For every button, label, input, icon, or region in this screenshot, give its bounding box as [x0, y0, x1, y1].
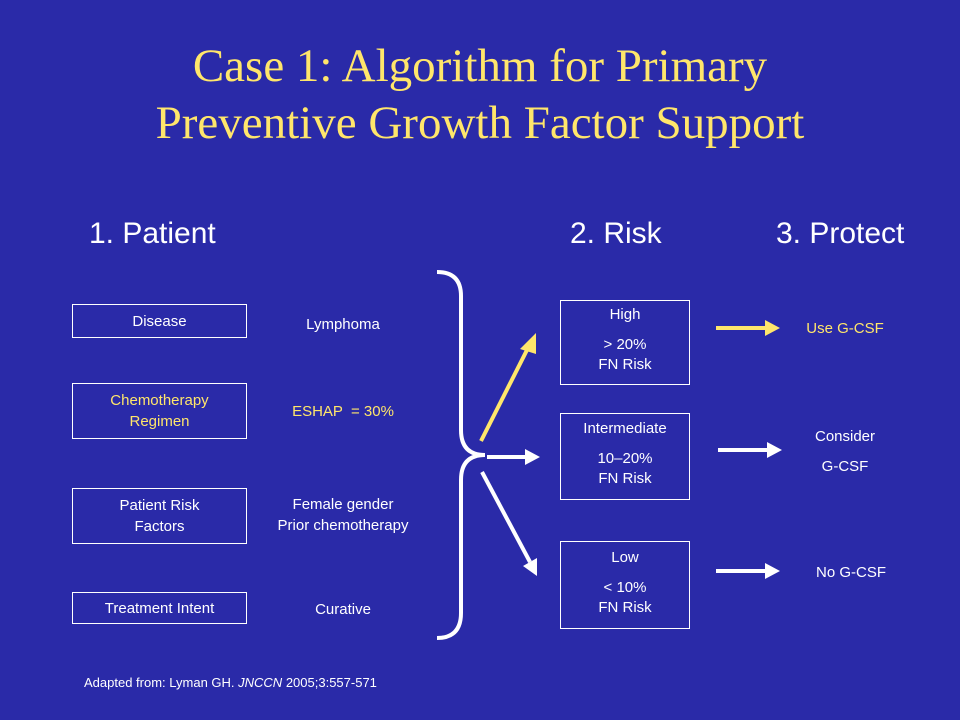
- treatment-intent-box: Treatment Intent: [72, 592, 247, 624]
- column-heading-patient: 1. Patient: [89, 217, 216, 250]
- protect-high: Use G-CSF: [806, 320, 884, 337]
- title-line-2: Preventive Growth Factor Support: [155, 97, 805, 149]
- risk-factor-2: Prior chemotherapy: [277, 517, 409, 534]
- risk-factor-1: Female gender: [292, 496, 394, 513]
- arrow-low-to-protect-head: [765, 563, 780, 579]
- slide-title: Case 1: Algorithm for Primary Preventive…: [0, 38, 960, 152]
- arrow-high-to-protect-head: [765, 320, 780, 336]
- citation-journal: JNCCN: [238, 675, 283, 690]
- column-heading-protect: 3. Protect: [776, 217, 905, 250]
- chemotherapy-label-line-2: Regimen: [129, 413, 190, 430]
- column-heading-risk: 2. Risk: [570, 217, 662, 250]
- protect-intermediate: Consider G-CSF: [790, 427, 900, 477]
- protect-intermediate-line-1: Consider: [814, 428, 876, 445]
- risk-box-intermediate: Intermediate 10–20% FN Risk: [560, 413, 690, 500]
- risk-range-high: > 20%: [603, 336, 647, 353]
- protect-intermediate-line-2: G-CSF: [821, 458, 869, 475]
- risk-level-low: Low: [611, 549, 639, 566]
- arrow-to-low: [480, 471, 532, 563]
- risk-range-intermediate: 10–20%: [597, 450, 653, 467]
- risk-note-high: FN Risk: [598, 356, 652, 373]
- treatment-intent-value: Curative: [315, 601, 371, 618]
- arrow-to-low-head: [523, 558, 537, 576]
- disease-box: Disease: [72, 304, 247, 338]
- arrow-to-intermediate-head: [525, 449, 540, 465]
- citation-prefix: Adapted from: Lyman GH.: [84, 675, 239, 690]
- patient-risk-factors-box: Patient Risk Factors: [72, 488, 247, 544]
- risk-range-low: < 10%: [603, 579, 647, 596]
- disease-value: Lymphoma: [306, 316, 380, 333]
- risk-factors-label-line-1: Patient Risk: [119, 497, 200, 514]
- citation-details: 2005;3:557-571: [282, 675, 377, 690]
- chemotherapy-regimen-box: Chemotherapy Regimen: [72, 383, 247, 439]
- title-line-1: Case 1: Algorithm for Primary: [192, 40, 768, 92]
- protect-low: No G-CSF: [815, 564, 886, 581]
- treatment-intent-label: Treatment Intent: [104, 599, 215, 617]
- arrow-to-high-head: [520, 333, 536, 354]
- risk-level-high: High: [609, 306, 641, 323]
- risk-box-high: High > 20% FN Risk: [560, 300, 690, 385]
- risk-note-intermediate: FN Risk: [598, 470, 652, 487]
- disease-label: Disease: [132, 312, 187, 330]
- chemotherapy-label-line-1: Chemotherapy: [110, 392, 209, 409]
- risk-factors-label-line-2: Factors: [134, 518, 185, 535]
- curly-brace: [436, 270, 486, 640]
- risk-factors-value: Female gender Prior chemotherapy: [248, 494, 438, 536]
- chemotherapy-value: ESHAP = 30%: [292, 403, 394, 420]
- arrow-intermediate-to-protect-head: [767, 442, 782, 458]
- risk-note-low: FN Risk: [598, 599, 652, 616]
- risk-level-intermediate: Intermediate: [583, 420, 667, 437]
- citation: Adapted from: Lyman GH. JNCCN 2005;3:557…: [84, 675, 377, 690]
- arrow-to-high: [479, 347, 530, 442]
- risk-box-low: Low < 10% FN Risk: [560, 541, 690, 629]
